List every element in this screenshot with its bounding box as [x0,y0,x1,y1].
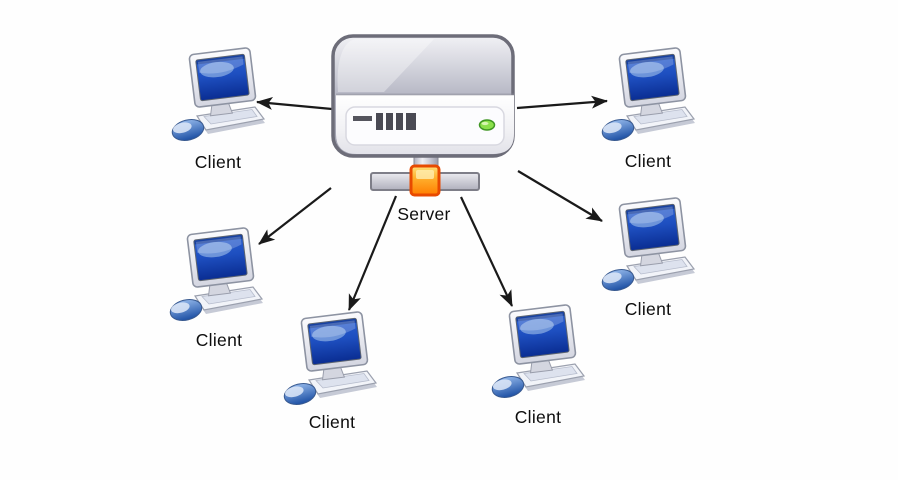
server-node [330,33,520,198]
client-node-mid-left [166,226,266,326]
client-computer-icon [281,310,378,409]
arrow-server-to-client-top-right [516,95,608,110]
client-label-top-left: Client [194,152,242,172]
client-node-top-right [598,46,698,146]
arrow-server-to-client-top-left [256,96,333,111]
client-label-mid-left: Client [195,330,243,350]
client-node-bottom-left [280,310,380,410]
server-label: Server [397,204,451,224]
client-computer-icon [599,46,696,145]
arrow-server-to-client-mid-right [517,170,603,222]
client-computer-icon [489,303,586,402]
client-label-top-right: Client [624,151,672,171]
client-computer-icon [599,196,696,295]
client-label-bottom-left: Client [308,412,356,432]
arrow-server-to-client-bottom-left [347,195,398,311]
client-label-mid-right: Client [624,299,672,319]
client-label-bottom-right: Client [514,407,562,427]
client-computer-icon [167,226,264,325]
client-node-mid-right [598,196,698,296]
client-computer-icon [169,46,266,145]
client-node-bottom-right [488,303,588,403]
server-icon [331,34,515,197]
client-node-top-left [168,46,268,146]
arrow-server-to-client-mid-left [258,187,332,245]
arrow-server-to-client-bottom-right [460,196,513,307]
